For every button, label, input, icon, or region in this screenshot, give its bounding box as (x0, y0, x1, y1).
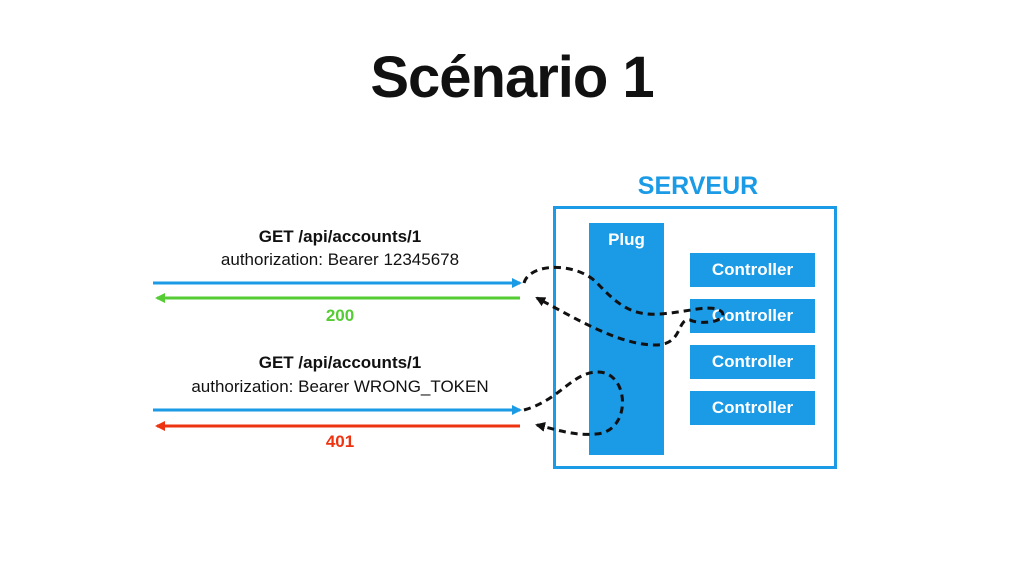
request-1-header: authorization: Bearer 12345678 (220, 250, 460, 269)
controller-1: Controller (690, 253, 815, 287)
server-box (553, 206, 837, 469)
slide-title: Scénario 1 (370, 45, 654, 110)
request-1-method: GET /api/accounts/1 (258, 227, 422, 246)
controller-3: Controller (690, 345, 815, 379)
flow-2-path (523, 370, 624, 436)
controller-4: Controller (690, 391, 815, 425)
flow-1-path (522, 265, 725, 347)
plug-label: Plug (608, 230, 645, 249)
response-1-status: 200 (325, 306, 355, 325)
controller-2: Controller (690, 299, 815, 333)
request-2-header: authorization: Bearer WRONG_TOKEN (191, 377, 489, 396)
plug-block: Plug (589, 223, 664, 455)
server-label: SERVEUR (637, 172, 759, 200)
response-2-status: 401 (325, 432, 355, 451)
request-2-method: GET /api/accounts/1 (258, 353, 422, 372)
